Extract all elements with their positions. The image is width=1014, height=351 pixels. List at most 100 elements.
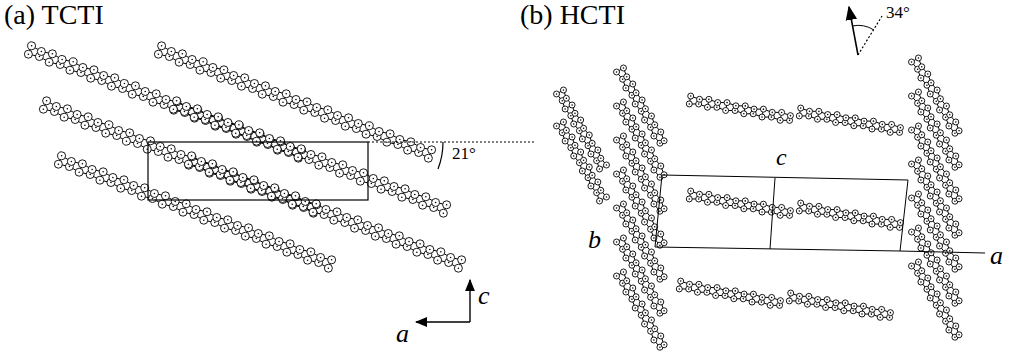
atom — [623, 187, 629, 193]
atom-core — [590, 153, 592, 155]
atom-core — [798, 115, 800, 117]
atom — [723, 288, 729, 294]
atom — [122, 137, 130, 145]
atom — [315, 161, 323, 169]
atom-core — [835, 302, 837, 304]
bond — [617, 106, 660, 177]
atom — [879, 121, 885, 127]
atom-core — [623, 237, 625, 239]
atom — [192, 205, 200, 213]
atom-core — [752, 113, 754, 115]
atom — [365, 122, 373, 130]
atom — [190, 113, 198, 121]
axis-arrow — [416, 321, 470, 322]
atom-core — [706, 291, 708, 293]
bond — [789, 301, 889, 317]
atom-core — [386, 141, 388, 143]
atom-core — [335, 120, 337, 122]
atom-core — [716, 106, 718, 108]
atom — [105, 121, 113, 129]
atom — [620, 65, 626, 71]
atom-core — [651, 285, 653, 287]
atom — [197, 157, 205, 165]
atom-core — [742, 298, 744, 300]
atom — [597, 198, 603, 204]
atom — [661, 308, 667, 314]
atom — [422, 193, 430, 201]
atom — [807, 203, 813, 209]
molecule — [909, 225, 963, 306]
atom — [291, 192, 299, 200]
atom-core — [911, 265, 913, 267]
atom — [182, 102, 190, 110]
atom — [595, 179, 601, 185]
atom-core — [954, 166, 956, 168]
atom-core — [939, 245, 941, 247]
atom — [937, 141, 943, 147]
atom — [648, 215, 654, 221]
atom-core — [781, 207, 783, 209]
atom — [704, 199, 710, 205]
atom-core — [386, 238, 388, 240]
atom-core — [307, 259, 309, 261]
atom-core — [416, 251, 418, 253]
atom-core — [939, 143, 941, 145]
atom-core — [680, 280, 682, 282]
bond — [918, 92, 959, 165]
atom — [191, 114, 199, 122]
atom-core — [644, 221, 646, 223]
molecule — [786, 290, 893, 320]
atom-core — [945, 150, 947, 152]
atom-core — [761, 301, 763, 303]
atom-core — [936, 225, 938, 227]
atom-core — [635, 126, 637, 128]
atom — [137, 192, 145, 200]
atom-core — [133, 185, 135, 187]
atom-core — [193, 116, 195, 118]
atom-core — [306, 101, 308, 103]
atom-core — [69, 166, 71, 168]
atom-core — [152, 101, 154, 103]
atom — [841, 308, 847, 314]
atom — [102, 129, 110, 137]
atom — [953, 187, 959, 193]
atom — [620, 167, 626, 173]
atom-core — [606, 164, 608, 166]
atom — [377, 185, 385, 193]
atom-core — [165, 99, 167, 101]
atom-core — [108, 124, 110, 126]
atom-core — [935, 202, 937, 204]
atom-core — [949, 250, 951, 252]
atom — [447, 253, 455, 261]
atom-core — [216, 217, 218, 219]
atom-core — [825, 307, 827, 309]
atom-core — [623, 169, 625, 171]
atom-core — [654, 158, 656, 160]
atom — [943, 307, 949, 313]
atom-core — [248, 227, 250, 229]
atom-core — [954, 302, 956, 304]
atom-core — [295, 195, 297, 197]
atom-core — [623, 135, 625, 137]
atom-core — [41, 51, 43, 53]
atom — [203, 110, 211, 118]
atom-core — [378, 131, 380, 133]
atom-core — [871, 309, 873, 311]
atom-core — [734, 290, 736, 292]
atom — [704, 104, 710, 110]
atom-core — [660, 199, 662, 201]
atom-core — [344, 222, 346, 224]
atom — [214, 113, 222, 121]
atom — [630, 115, 636, 121]
molecule — [796, 200, 903, 230]
atom — [642, 151, 648, 157]
atom-core — [348, 117, 350, 119]
atom-core — [650, 262, 652, 264]
atom-core — [917, 204, 919, 206]
atom — [887, 224, 893, 230]
atom-core — [853, 220, 855, 222]
atom — [877, 314, 883, 320]
atom-core — [450, 257, 452, 259]
atom — [356, 177, 364, 185]
atom-core — [863, 305, 865, 307]
